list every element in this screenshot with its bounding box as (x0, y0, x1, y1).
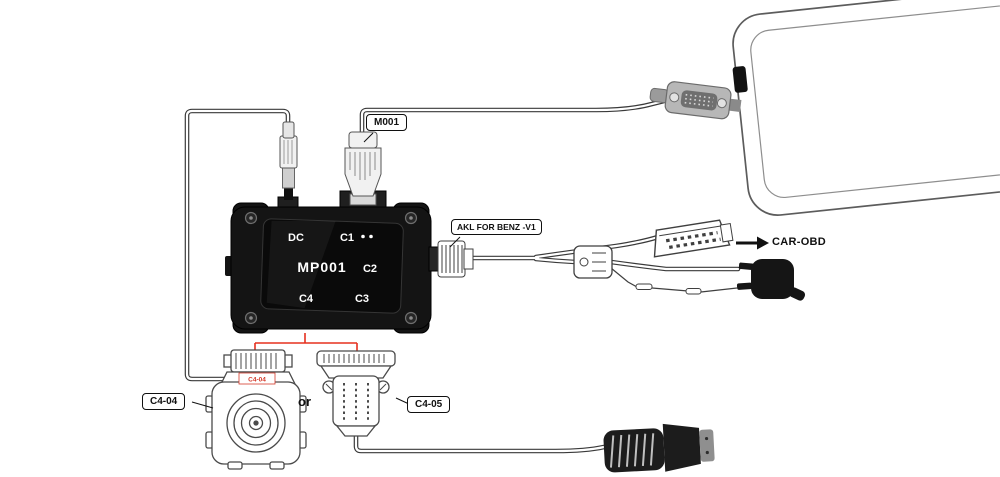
device-port-dc-label: DC (288, 232, 304, 244)
car-obd-connector (653, 219, 734, 258)
c4-05-callout: C4-05 (407, 396, 451, 413)
status-led (369, 234, 373, 239)
tablet-device (732, 0, 1000, 216)
car-obd-arrow-icon (736, 236, 769, 250)
probe-wires (610, 267, 738, 293)
dc-power-plug (279, 121, 298, 200)
c4-04-callout: C4-04 (142, 393, 186, 410)
m001-callout-label: M001 (374, 117, 400, 128)
adapter-red-tag (238, 372, 276, 385)
probe-pin-2 (685, 288, 702, 295)
adapter-red-tag-label: C4-04 (248, 377, 266, 384)
device-port-c2-label: C2 (363, 263, 377, 275)
akl-for-benz-callout: AKL FOR BENZ -V1 (451, 219, 542, 235)
device-port-c3-label: C3 (355, 293, 369, 305)
device-port-c4-label: C4 (299, 293, 314, 305)
status-led (361, 234, 365, 239)
m001-cable (360, 97, 674, 142)
c4-04-callout-label: C4-04 (150, 396, 178, 407)
obd-male-connector (603, 423, 715, 473)
akl-plug-connector (428, 240, 474, 278)
harness-relay-box (573, 245, 613, 279)
tablet-port-notch (732, 66, 748, 93)
label-leaders (191, 132, 461, 409)
mp001-device: DC C1 MP001 C2 C4 C3 (225, 202, 432, 334)
car-obd-text: CAR-OBD (772, 236, 827, 248)
two-prong-plug (736, 259, 806, 301)
akl-for-benz-callout-label: AKL FOR BENZ -V1 (457, 222, 536, 232)
c4-04-adapter: C4-04 (205, 349, 307, 470)
vga-connector (649, 81, 742, 120)
m001-connector (344, 131, 382, 206)
or-text: or (298, 394, 311, 409)
m001-callout: M001 (366, 114, 408, 131)
c4-05-callout-label: C4-05 (415, 399, 443, 410)
device-port-c1-label: C1 (340, 232, 354, 244)
c4-05-connector (316, 350, 396, 437)
probe-pin-1 (635, 283, 653, 290)
c4-connection-lines (254, 333, 358, 354)
device-name: MP001 (297, 259, 346, 275)
